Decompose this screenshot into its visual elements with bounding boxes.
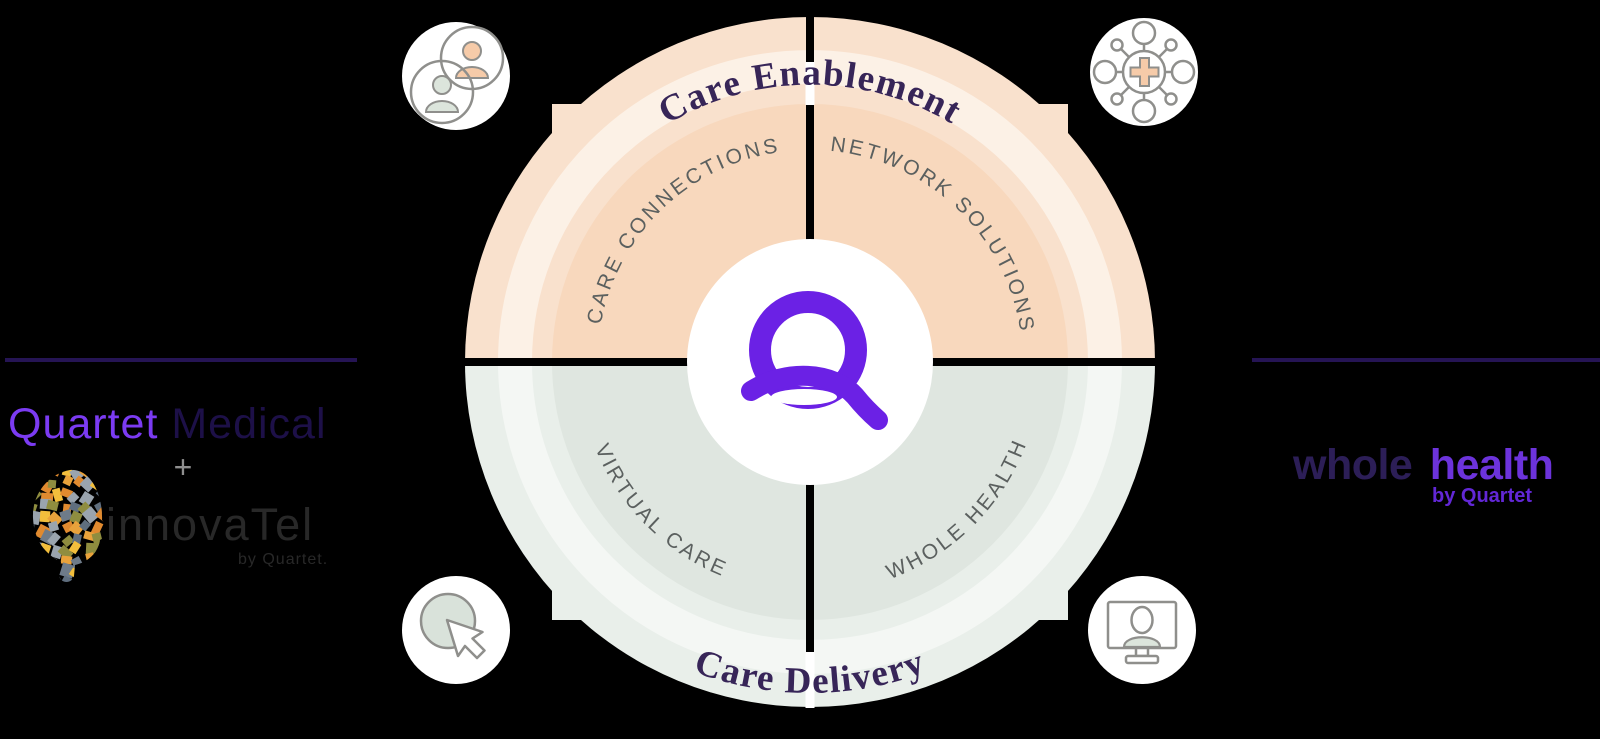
mosaic-tile (32, 509, 42, 526)
patient-head (1130, 605, 1154, 635)
q-tail (741, 365, 888, 430)
mosaic-tile (61, 534, 75, 548)
person-head-peach (462, 41, 482, 61)
mosaic-tile (68, 540, 82, 555)
mosaic-tile (90, 520, 104, 537)
quartet-q-logo (741, 291, 888, 430)
divider-white-slit-top (805, 62, 815, 105)
node-se (1164, 92, 1178, 106)
mosaic-tile (78, 490, 95, 508)
mosaic-tile (77, 501, 92, 516)
mosaic-tile (62, 474, 74, 487)
mosaic-tile (60, 555, 73, 565)
whole-health-byline: by Quartet (1432, 485, 1532, 507)
mosaic-tile (69, 510, 83, 525)
left-rule (5, 358, 357, 362)
node-sw (1110, 92, 1124, 106)
node-s (1131, 98, 1157, 124)
quartet-wordmark: Quartet (8, 400, 158, 448)
node-ne (1164, 38, 1178, 52)
right-logo-block: whole health by Quartet (1252, 358, 1600, 507)
divider-white-slit-bottom (805, 652, 815, 708)
quartet-medical-logo: Quartet Medical (8, 400, 327, 448)
mosaic-tile (46, 499, 59, 512)
node-nw (1110, 38, 1124, 52)
mosaic-tile (66, 491, 80, 505)
mosaic-tile (47, 479, 57, 489)
person-body-sage (424, 100, 460, 113)
health-wordmark: health (1430, 441, 1554, 489)
medical-wordmark: Medical (171, 400, 326, 448)
mosaic-tile (60, 575, 77, 582)
mosaic-tile (39, 510, 51, 523)
innovatel-wordmark: innovaTel (106, 499, 314, 550)
node-w (1092, 59, 1118, 85)
mosaic-tile (68, 501, 82, 513)
telehealth-monitor-icon (1088, 576, 1196, 684)
mosaic-tile (59, 509, 73, 522)
mosaic-tile (73, 475, 85, 488)
mosaic-tile (50, 544, 64, 560)
person-circle-front (409, 59, 475, 125)
q-gap (771, 389, 837, 405)
right-rule (1252, 358, 1600, 362)
mosaic-tile (47, 511, 63, 527)
medical-cross (1129, 57, 1160, 87)
mosaic-tile (47, 520, 60, 533)
mosaic-tile (68, 520, 85, 537)
whole-wordmark: whole (1292, 441, 1412, 489)
cursor-click-icon (402, 576, 510, 684)
mosaic-tile (81, 506, 100, 524)
innovatel-byline: by Quartet. (238, 551, 328, 568)
hub-circle (1121, 49, 1167, 95)
patient-shoulders (1122, 636, 1162, 649)
people-overlap-icon (402, 22, 510, 130)
plus-sign: + (174, 449, 193, 485)
cursor-arrow (445, 618, 486, 660)
mosaic-tile (51, 487, 64, 503)
mosaic-tile (47, 531, 61, 547)
node-n (1131, 20, 1157, 46)
center-disc (687, 239, 933, 485)
whole-health-logo: whole health (1292, 441, 1553, 489)
mosaic-tile (79, 519, 91, 532)
monitor-base (1124, 654, 1160, 665)
person-head-sage (432, 75, 452, 95)
network-plus-icon (1090, 18, 1198, 126)
node-e (1170, 59, 1196, 85)
